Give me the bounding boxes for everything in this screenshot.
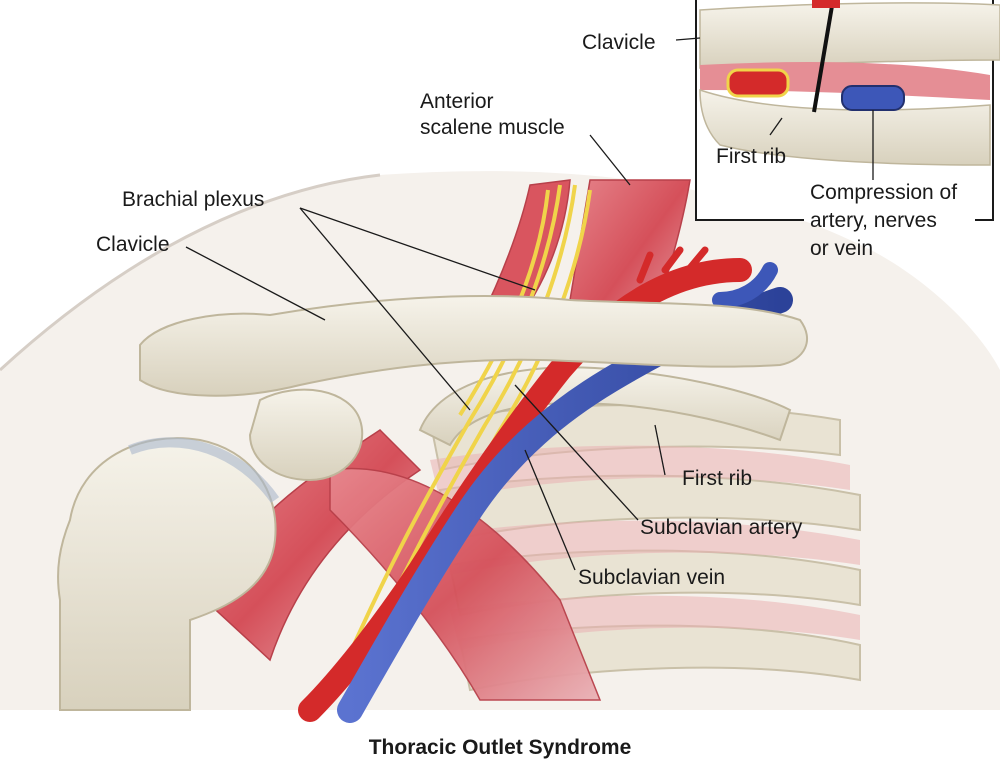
inset-pointer-line xyxy=(812,0,835,113)
subclavian-artery xyxy=(298,258,752,722)
inset-tendon xyxy=(812,0,840,8)
acromion xyxy=(248,388,364,482)
label-brachial-plexus: Brachial plexus xyxy=(122,188,265,211)
label-first-rib: First rib xyxy=(682,467,752,490)
chest-outline xyxy=(0,173,381,372)
inset-panel xyxy=(675,0,1000,221)
label-clavicle: Clavicle xyxy=(96,233,170,256)
inset-label-clavicle: Clavicle xyxy=(582,31,656,54)
label-subclavian-artery: Subclavian artery xyxy=(640,516,803,539)
joint-cartilage xyxy=(128,437,280,503)
inset-clavicle xyxy=(699,2,1000,69)
label-anterior-scalene-line2: scalene muscle xyxy=(420,116,565,139)
inset-label-compression-line1: Compression of xyxy=(810,181,958,204)
leader-lines xyxy=(185,134,666,571)
inset-label-compression-line3: or vein xyxy=(810,237,874,260)
vein-upper xyxy=(712,262,778,308)
inset-vein xyxy=(841,85,905,111)
artery-branches xyxy=(636,246,709,284)
inset-artery xyxy=(726,68,790,98)
label-anterior-scalene-line1: Anterior xyxy=(420,90,494,113)
figure-caption: Thoracic Outlet Syndrome xyxy=(368,736,632,759)
inset-label-first-rib: First rib xyxy=(716,145,786,168)
clavicle-bone xyxy=(139,294,809,397)
inset-first-rib xyxy=(699,88,991,166)
label-subclavian-vein: Subclavian vein xyxy=(578,566,726,589)
pectoralis-minor-muscle xyxy=(329,467,602,701)
inset-label-compression-line2: artery, nerves xyxy=(810,209,937,232)
